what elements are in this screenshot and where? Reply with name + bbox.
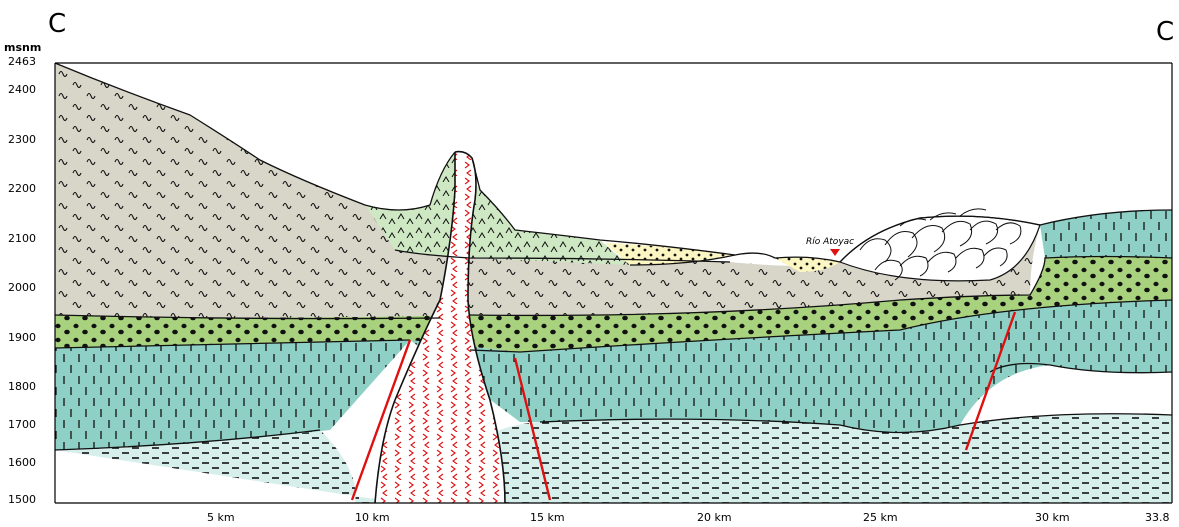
y-tick-label: 1600	[8, 456, 36, 469]
x-tick-label: 20 km	[697, 511, 732, 524]
y-axis-unit: msnm	[4, 41, 41, 54]
y-tick-label: 2300	[8, 133, 36, 146]
x-tick-label: 10 km	[355, 511, 390, 524]
fault-2	[513, 357, 552, 501]
y-tick-label: 2000	[8, 281, 36, 294]
y-tick-label: 1500	[8, 493, 36, 506]
faults	[350, 311, 1017, 501]
y-tick-label: 2100	[8, 232, 36, 245]
x-tick-label: 25 km	[863, 511, 898, 524]
section-end-label: C	[1156, 17, 1174, 47]
y-tick-label: 1700	[8, 418, 36, 431]
x-axis-ticks: 5 km 10 km 15 km 20 km 25 km 30 km 33.8	[207, 511, 1170, 524]
y-tick-label: 1900	[8, 331, 36, 344]
x-tick-label: 5 km	[207, 511, 235, 524]
y-axis-ticks: 2463 2400 2300 2200 2100 2000 1900 1800 …	[8, 55, 36, 506]
river-marker-icon	[830, 249, 840, 256]
y-tick-label: 2400	[8, 83, 36, 96]
x-tick-label: 30 km	[1035, 511, 1070, 524]
fault-1	[350, 339, 412, 501]
y-tick-label: 1800	[8, 380, 36, 393]
fault-3	[964, 311, 1017, 451]
contact-lines	[55, 63, 1172, 451]
x-tick-label: 15 km	[530, 511, 565, 524]
y-tick-label: 2200	[8, 182, 36, 195]
section-start-label: C	[48, 9, 66, 39]
y-tick-label: 2463	[8, 55, 36, 68]
x-tick-label: 33.8	[1145, 511, 1170, 524]
limestone-cells	[859, 208, 1022, 281]
river-label: Río Atoyac	[806, 237, 854, 247]
